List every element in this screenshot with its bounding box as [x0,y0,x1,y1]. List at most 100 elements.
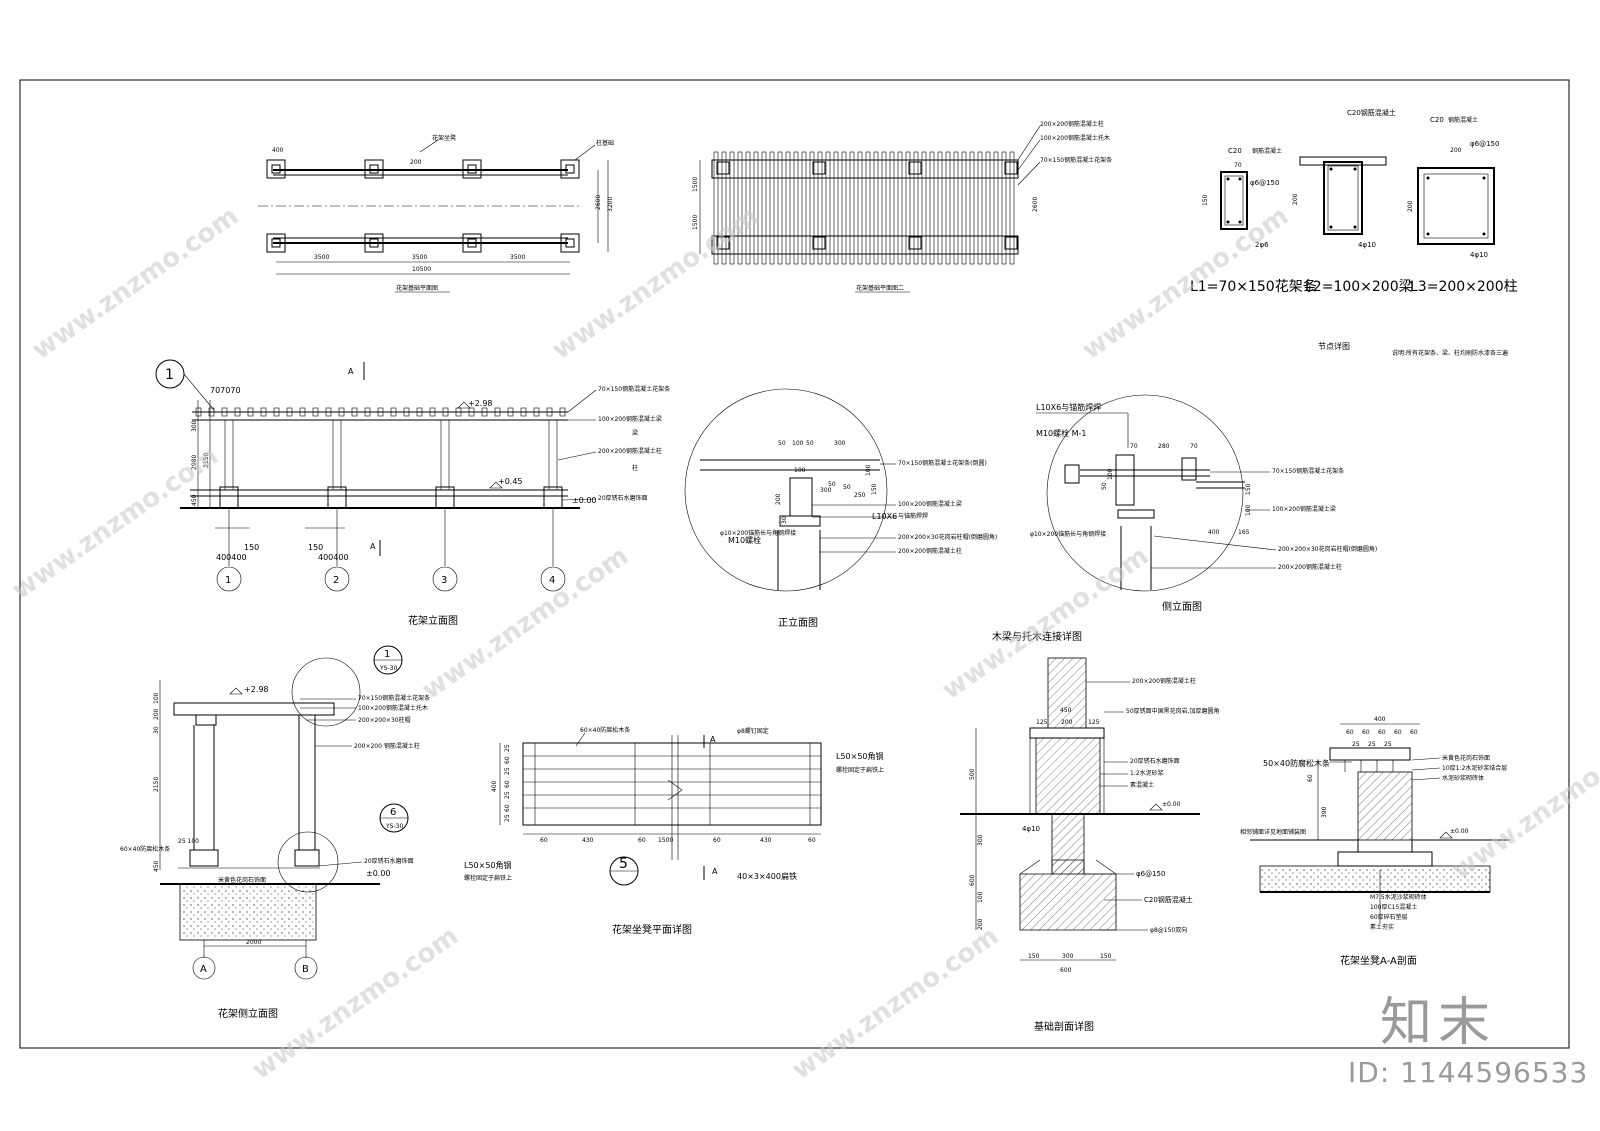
bench-vdim: 25 [504,814,511,822]
elevation-title: 花架立面图 [408,614,458,627]
side-elevation-title: 花架侧立面图 [218,1007,278,1020]
plan1-dim: 3500 [412,254,427,261]
plan1-title: 花架基础平面图 [396,284,438,292]
slat [929,151,935,265]
side-elev-marker: 1 [384,649,390,660]
foundation-bar: 4φ10 [1022,825,1040,833]
slat [713,151,719,265]
slat [985,151,991,265]
brand-logo: 知末 [1380,993,1497,1053]
side-right-label: 200×200钢筋混凝土柱 [1278,563,1342,571]
bench-section-label: 米黄色花岗石饰面 [1442,754,1490,762]
slat-end [325,407,332,417]
slat-end [221,407,228,417]
l3-concrete: C20 [1430,116,1444,124]
slat [1001,151,1007,265]
bench-hdim: 60 [713,837,721,844]
plan2-dim: 1500 [692,215,699,230]
side-elev-label: 70×150钢筋混凝土花架条 [358,694,430,702]
elev-bdim: 150 [308,543,323,552]
front-dim: 30 [781,516,788,524]
side-elev-vdim: 200 [153,708,160,720]
elev-section-mark: A [370,542,376,551]
front-dim: 50 [778,440,786,447]
slat-end [481,407,488,417]
side-elev-vdim: 100 [153,692,160,704]
side-elev-marker: 6 [390,807,396,818]
slat-end [299,407,306,417]
l1-caption: L1=70×150花架条 [1190,278,1317,295]
bench-section-title: 花架坐凳A-A剖面 [1340,954,1417,967]
slat [961,151,967,265]
watermark-site: www.znzmo.com [937,541,1154,706]
plan1-label-footing: 柱基础 [596,139,614,147]
bench-section-label: 水泥砂浆砌砖体 [1442,774,1484,782]
elev-axes: 1 2 3 4 [216,508,566,592]
l1-concrete: C20 [1228,147,1242,155]
front-right-label: 200×200×30花岗岩柱帽(倒磨圆角) [898,533,997,541]
l3-dim-height: 200 [1407,200,1414,212]
slat [897,151,903,265]
elev-bdim: 150 [244,543,259,552]
elev-vdim: 450 [191,494,198,506]
slat-end [520,407,527,417]
side-dim: 70 [1130,443,1138,450]
sheet-border [19,79,1570,1049]
elevation-view: 300 2150 2980 450 1 707070 A A +2.98 +0.… [155,359,670,627]
side-label: φ10×200锚筋长与角钢焊接 [1030,530,1106,538]
foundation-dim: 200 [1061,719,1073,726]
bench-label: L50×50角钢 [464,860,512,870]
slat [921,151,927,265]
elev-label: 200×200钢筋混凝土柱 [598,447,662,455]
watermark-layer: www.znzmo.com www.znzmo.com www.znzmo.co… [7,201,1600,1086]
side-label: L10X6与锚筋焊焊 [1036,402,1101,412]
l2-concrete: C20钢筋混凝土 [1347,108,1396,117]
side-elev-left-label: 米黄色花岗石饰面 [218,876,266,884]
slat-end [351,407,358,417]
slat [817,151,823,265]
plan1-label-bench: 花架坐凳 [432,134,456,142]
slat [993,151,999,265]
l1-dim-height: 150 [1202,194,1209,206]
l3-caption: L3=200×200柱 [1410,279,1518,295]
slat-end [494,407,501,417]
elev-label: 100×200钢筋混凝土梁 [598,415,662,423]
side-elev-vdim: 2150 [153,777,160,792]
plan-1: 花架坐凳 柱基础 400 200 3500 3500 3500 10500 26… [258,134,614,293]
slat-end [247,407,254,417]
bench-vdim: 25 [504,767,511,775]
bench-section-dim: 25 [1352,741,1360,748]
foundation-label: 200×200钢筋混凝土柱 [1132,677,1196,685]
side-view: L10X6与锚筋焊焊 M10螺栓 M-1 φ10×200锚筋长与角钢焊接 70 … [1030,394,1377,613]
front-dim: 100 [865,464,872,476]
bench-mark: A [712,867,718,876]
l3-concrete-suffix: 钢筋混凝土 [1448,116,1478,124]
elev-level-top: +2.98 [468,399,493,408]
axis-label: 1 [225,575,231,586]
side-label: M10螺栓 M-1 [1036,428,1087,438]
l1-dim-top: 70 [1234,162,1242,169]
bench-vdim: 400 [491,780,498,792]
elev-vdim: 300 [191,420,198,432]
slat [801,151,807,265]
elev-top-dims: 707070 [210,386,241,395]
side-elev-left-label: 60×40防腐松木条 [120,845,170,853]
slat-end [403,407,410,417]
node-detail-title: 节点详图 [1318,341,1350,351]
axis-label: 4 [549,575,555,586]
elev-section-mark: A [348,367,354,376]
bench-section-bottom-label: M7.5水泥沙浆砌砖体 [1370,893,1427,901]
side-right-label: 100×200钢筋混凝土梁 [1272,505,1336,513]
side-dim: 165 [1238,529,1250,536]
bench-section-label: 10厚1:2水泥砂浆结合层 [1442,764,1507,772]
bench-plan: 25 60 25 60 25 60 25 400 60 430 60 1500 … [464,726,884,936]
bench-label: φ8螺钉固定 [737,727,769,735]
slat [753,151,759,265]
foundation-title: 基础剖面详图 [1034,1020,1094,1033]
bench-section-bottom-label: 素土夯实 [1370,923,1394,931]
front-view-title: 正立面图 [778,616,818,629]
elev-level-mid: +0.45 [498,477,523,486]
side-elev-label: 200×200×30柱帽 [358,716,411,724]
plan2-title: 花架基础平面图二 [856,284,904,292]
l1-bars: 2φ6 [1255,241,1269,249]
